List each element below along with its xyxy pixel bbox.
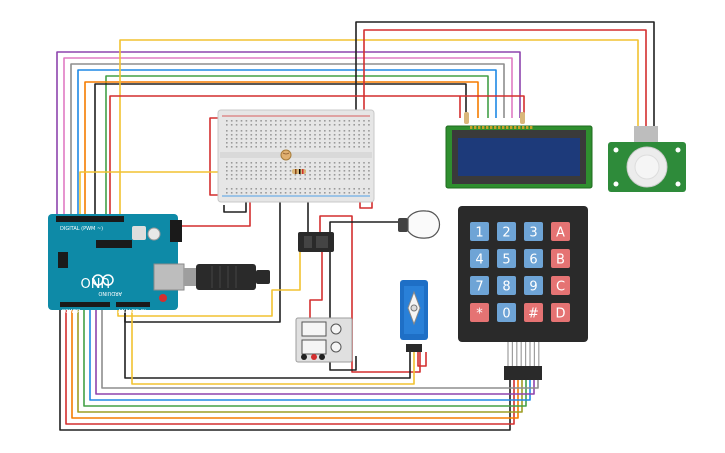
wire-keypad-7 — [95, 306, 535, 395]
keypad-key-label: A — [556, 226, 565, 241]
breadboard[interactable] — [217, 109, 375, 203]
wire-yellow-pir — [119, 39, 639, 220]
keypad-key-label: * — [476, 307, 483, 322]
keypad-key-label: C — [556, 280, 565, 295]
keypad-key[interactable] — [497, 249, 516, 268]
lcd-16x2-display[interactable] — [445, 112, 593, 189]
wire-black-ps — [329, 250, 357, 371]
wire-black-relay-bulb — [329, 221, 398, 232]
wire-keypad-3 — [71, 306, 519, 419]
lcd-resistor-1-icon — [464, 112, 469, 124]
wire-red-servo — [417, 352, 427, 367]
light-bulb-icon[interactable] — [398, 210, 441, 239]
pir-motion-sensor[interactable] — [608, 126, 686, 192]
keypad-key[interactable] — [524, 249, 543, 268]
power-supply-unit[interactable] — [295, 317, 353, 363]
keypad-4x4[interactable]: 1 2 3 A 4 5 6 B 7 8 9 C * 0 # D — [458, 206, 588, 380]
keypad-key[interactable] — [497, 276, 516, 295]
keypad-key-label: 3 — [529, 226, 537, 241]
keypad-key[interactable] — [524, 222, 543, 241]
keypad-key-label: 9 — [529, 280, 537, 295]
keypad-key[interactable] — [470, 222, 489, 241]
wire-black-pir — [355, 21, 655, 128]
keypad-ribbon-cable — [507, 342, 540, 366]
wire-keypad-8 — [101, 306, 539, 389]
keypad-key[interactable] — [470, 249, 489, 268]
keypad-key-label: 5 — [502, 253, 510, 268]
relay-module[interactable] — [298, 232, 334, 252]
wire-black-bb-left — [223, 198, 247, 213]
photoresistor-icon — [280, 149, 292, 161]
wire-purple-top — [56, 51, 521, 218]
wire-black-servo — [124, 310, 411, 379]
keypad-key-label: 2 — [502, 226, 510, 241]
wire-blue-top — [77, 69, 497, 218]
wire-pink-top — [63, 57, 513, 218]
wire-black-top — [94, 83, 467, 220]
keypad-key-label: 7 — [475, 280, 483, 295]
keypad-key-label: 0 — [502, 307, 510, 322]
wire-yellow-servo — [131, 310, 415, 385]
keypad-keys: 1 2 3 A 4 5 6 B 7 8 9 C * 0 # D — [470, 222, 570, 322]
arduino-brand-label: ARDUINO — [98, 290, 122, 296]
digital-pins-label: DIGITAL (PWM ~) — [60, 226, 103, 232]
wire-red-lcd-2 — [460, 95, 525, 118]
wire-red-lcd — [109, 95, 461, 220]
keypad-key[interactable] — [524, 303, 543, 322]
wire-keypad-6 — [89, 306, 531, 401]
wire-red-bb-arduino — [165, 200, 251, 227]
wire-orange-top — [84, 81, 479, 218]
wire-keypad-5 — [83, 306, 527, 407]
reset-button-icon[interactable] — [159, 294, 167, 302]
resistor-icon — [292, 169, 306, 174]
power-pins-label: POWER — [62, 309, 81, 315]
keypad-key[interactable] — [497, 222, 516, 241]
wire-keypad-4 — [77, 306, 523, 413]
keypad-key[interactable] — [497, 303, 516, 322]
wire-yellow-relay — [117, 250, 301, 317]
keypad-key[interactable] — [470, 276, 489, 295]
keypad-key-label: 1 — [475, 226, 483, 241]
power-jack-icon — [170, 220, 182, 242]
lcd-resistor-2-icon — [520, 112, 525, 124]
keypad-key[interactable] — [470, 303, 489, 322]
breadboard-holes — [226, 120, 370, 194]
wire-gray-top — [70, 63, 505, 218]
keypad-key-label: B — [556, 253, 565, 268]
wire-red-pir — [363, 29, 647, 128]
arduino-infinity-logo-icon — [92, 274, 114, 286]
wire-keypad-1 — [59, 306, 511, 431]
keypad-key[interactable] — [551, 249, 570, 268]
keypad-connector-icon — [504, 366, 542, 380]
keypad-key[interactable] — [551, 222, 570, 241]
keypad-key[interactable] — [551, 303, 570, 322]
keypad-key-label: 4 — [475, 253, 483, 268]
keypad-key[interactable] — [551, 276, 570, 295]
wire-green-top — [105, 75, 489, 220]
keypad-key[interactable] — [524, 276, 543, 295]
keypad-key-label: D — [555, 307, 565, 322]
wire-red-relay-bulb — [319, 215, 421, 373]
analog-pins-label: ANALOG IN — [118, 309, 146, 315]
arduino-uno-board[interactable]: UNO ARDUINO DIGITAL (PWM ~) ANALOG IN PO… — [48, 214, 185, 315]
keypad-key-label: 6 — [529, 253, 537, 268]
usb-port-icon — [153, 263, 185, 291]
servo-motor[interactable] — [400, 280, 428, 352]
usb-plug-icon — [184, 264, 270, 290]
keypad-key-label: # — [528, 307, 539, 322]
wire-keypad-2 — [65, 306, 515, 425]
keypad-key-label: 8 — [502, 280, 510, 295]
lcd-pin-header — [470, 126, 533, 129]
